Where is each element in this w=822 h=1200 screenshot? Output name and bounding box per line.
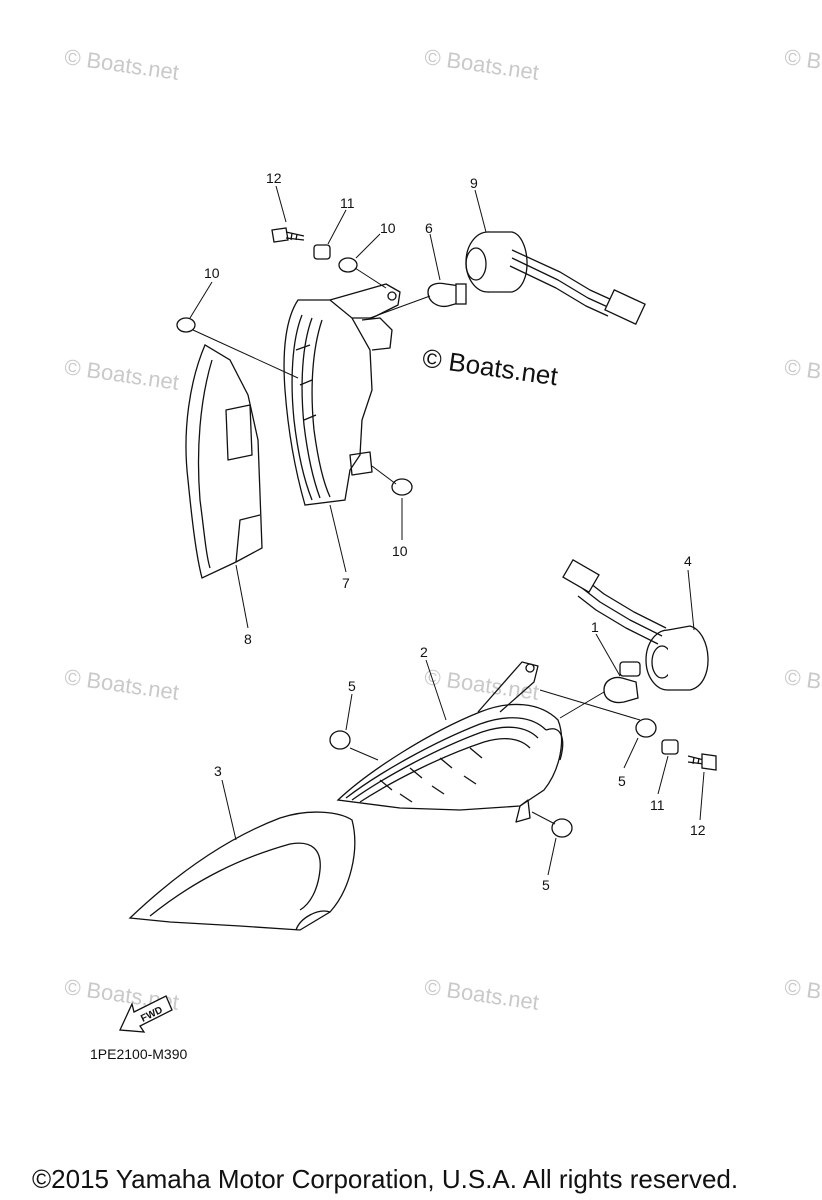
callout-9: 9 (470, 175, 478, 191)
grommet-5a (329, 730, 351, 750)
lens-cover-upper (185, 344, 263, 579)
bolt-12a (271, 227, 305, 243)
callout-4: 4 (684, 553, 692, 569)
bolt-12b (687, 753, 717, 771)
callout-3: 3 (214, 763, 222, 779)
callout-6: 6 (425, 220, 433, 236)
callout-7: 7 (342, 575, 350, 591)
bulb-upper (427, 282, 467, 308)
callout-1: 1 (591, 619, 599, 635)
socket-cord-upper (465, 231, 646, 326)
callout-10: 10 (392, 543, 408, 559)
bulb-lower (603, 661, 641, 704)
callout-8: 8 (244, 631, 252, 647)
callout-10: 10 (380, 220, 396, 236)
callout-10: 10 (204, 265, 220, 281)
forward-arrow-icon: FWD (119, 995, 173, 1033)
callout-5: 5 (542, 877, 550, 893)
callout-2: 2 (420, 644, 428, 660)
collar-11b (661, 739, 679, 755)
callout-11: 11 (650, 797, 665, 813)
collar-11a (313, 244, 331, 260)
callout-12: 12 (690, 822, 706, 838)
grommet-10b (338, 257, 358, 273)
flasher-housing-lower (336, 661, 564, 823)
copyright-notice: ©2015 Yamaha Motor Corporation, U.S.A. A… (32, 1164, 739, 1194)
flasher-housing-upper (283, 283, 401, 506)
grommet-10c (391, 478, 413, 496)
lens-cover-lower (128, 811, 356, 931)
grommet-5c (551, 818, 573, 838)
socket-cord-lower (562, 558, 709, 691)
grommet-10a (176, 317, 196, 333)
callout-5: 5 (348, 678, 356, 694)
callout-11: 11 (340, 195, 355, 211)
grommet-5b (635, 718, 657, 738)
callout-5: 5 (618, 773, 626, 789)
callout-12: 12 (266, 170, 282, 186)
diagram-code: 1PE2100-M390 (90, 1046, 188, 1062)
